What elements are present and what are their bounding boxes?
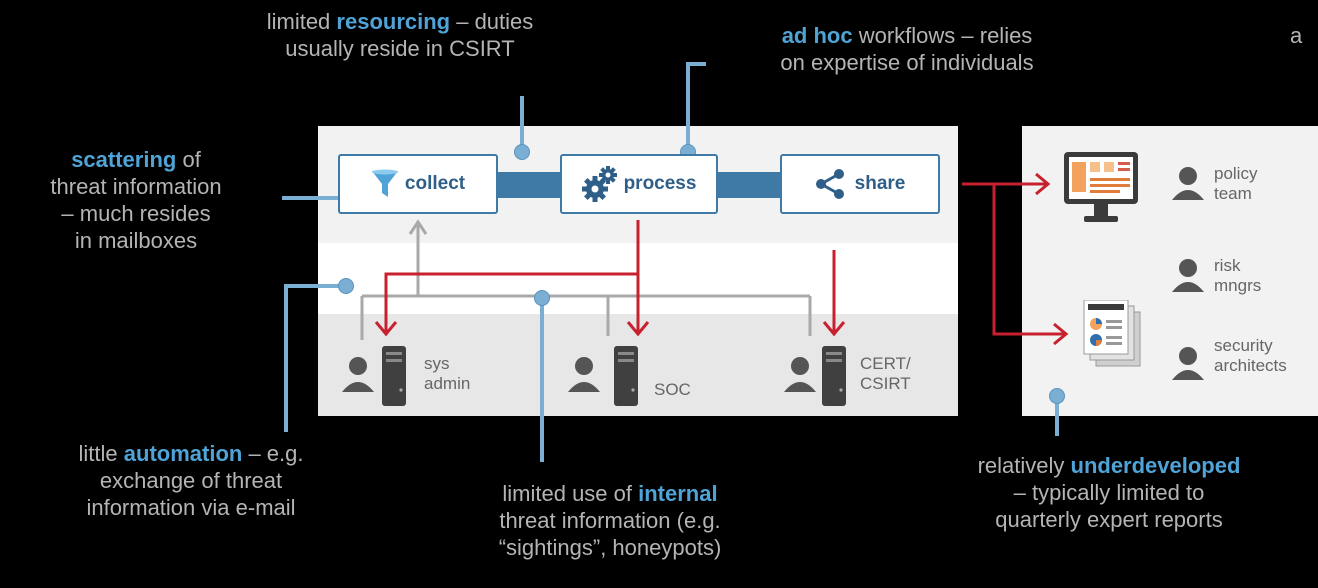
cert-line1: CERT/ xyxy=(860,354,911,373)
annotation-lines xyxy=(282,62,1059,462)
distribution-arrows xyxy=(374,172,1069,346)
internal-keyword: internal xyxy=(638,481,718,506)
reports-icon xyxy=(1082,299,1146,375)
sys-admin-label: sys admin xyxy=(424,354,470,394)
funnel-icon xyxy=(371,169,399,199)
security-architects-person-icon xyxy=(1170,344,1206,385)
internal-feedback-lines xyxy=(360,219,812,340)
underdeveloped-dot xyxy=(1049,388,1065,404)
person-server-icon xyxy=(568,346,638,406)
scattering-note: scattering of threat information – much … xyxy=(0,146,272,254)
scattering-line2: threat information xyxy=(50,174,222,199)
automation-line3: information via e-mail xyxy=(86,495,296,520)
underdeveloped-line2: – typically limited to xyxy=(1013,480,1205,505)
share-label: share xyxy=(854,173,906,194)
underdeveloped-note: relatively underdeveloped – typically li… xyxy=(900,452,1318,533)
monitor-dashboard-icon xyxy=(1062,150,1140,233)
resourcing-keyword: resourcing xyxy=(336,9,451,34)
policy-team-person-icon xyxy=(1170,164,1206,205)
corner-note: a xyxy=(1290,23,1303,48)
process-node: process xyxy=(560,154,718,214)
share-node: share xyxy=(780,154,940,214)
scattering-line3: – much resides xyxy=(61,201,211,226)
internal-line3: “sightings”, honeypots) xyxy=(498,535,722,560)
cert-label: CERT/ CSIRT xyxy=(860,354,911,394)
process-share-bar xyxy=(716,172,782,198)
policy-line1: policy xyxy=(1214,164,1258,183)
automation-note: little automation – e.g. exchange of thr… xyxy=(0,440,382,521)
scattering-line4: in mailboxes xyxy=(74,228,198,253)
internal-note: limited use of internal threat informati… xyxy=(420,480,800,561)
underdeveloped-keyword: underdeveloped xyxy=(1070,453,1241,478)
gears-icon xyxy=(581,165,618,203)
underdeveloped-line3: quarterly expert reports xyxy=(995,507,1223,532)
person-server-icon xyxy=(342,346,406,406)
share-icon xyxy=(815,169,845,199)
soc-label: SOC xyxy=(654,380,691,399)
collect-label: collect xyxy=(404,173,466,194)
risk-line1: risk xyxy=(1214,256,1241,275)
sys-admin-actor xyxy=(340,346,410,413)
cert-actor xyxy=(782,346,852,413)
resourcing-note: limited resourcing – duties usually resi… xyxy=(170,8,630,62)
risk-mngrs-label: risk mngrs xyxy=(1214,256,1261,296)
cert-line2: CSIRT xyxy=(860,374,911,393)
collect-process-bar xyxy=(496,172,562,198)
process-label: process xyxy=(623,173,697,194)
internal-line2: threat information (e.g. xyxy=(499,508,721,533)
soc-actor xyxy=(566,346,642,413)
policy-line2: team xyxy=(1214,184,1252,203)
automation-dot xyxy=(338,278,354,294)
automation-line2: exchange of threat xyxy=(99,468,283,493)
risk-mngrs-person-icon xyxy=(1170,256,1206,297)
internal-dot xyxy=(534,290,550,306)
adhoc-keyword: ad hoc xyxy=(781,23,853,48)
adhoc-note: ad hoc workflows – relies on expertise o… xyxy=(712,22,1102,76)
risk-line2: mngrs xyxy=(1214,276,1262,295)
automation-keyword: automation xyxy=(123,441,243,466)
collect-node: collect xyxy=(338,154,498,214)
resourcing-dot xyxy=(514,144,530,160)
sys-admin-line2: admin xyxy=(424,374,471,393)
security-line1: security xyxy=(1214,336,1273,355)
security-architects-label: security architects xyxy=(1214,336,1287,376)
adhoc-line2: on expertise of individuals xyxy=(780,50,1034,75)
resourcing-line2: usually reside in CSIRT xyxy=(285,36,515,61)
person-server-icon xyxy=(784,346,846,406)
security-line2: architects xyxy=(1214,356,1287,375)
scattering-keyword: scattering xyxy=(71,147,177,172)
sys-admin-line1: sys xyxy=(424,354,450,373)
policy-team-label: policy team xyxy=(1214,164,1257,204)
